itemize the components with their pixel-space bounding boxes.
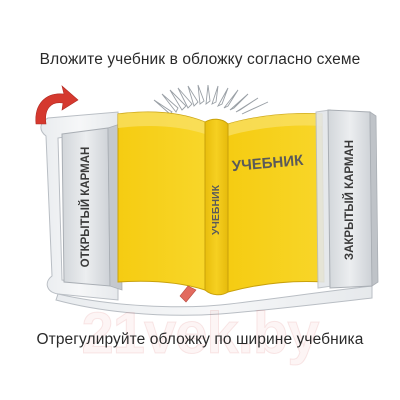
- book-spine: УЧЕБНИК: [204, 118, 229, 296]
- book-back-cover: [117, 111, 206, 291]
- cover-film-bottom: [55, 285, 373, 316]
- bookmark-ribbon: [179, 285, 197, 303]
- book-cover-title: УЧЕБНИК: [231, 152, 304, 175]
- instruction-bottom: Отрегулируйте обложку по ширине учебника: [36, 331, 364, 348]
- fold-arrow-icon: [35, 85, 79, 125]
- closed-pocket: [327, 109, 379, 289]
- book-pages-fan: [153, 84, 269, 115]
- instruction-top: Вложите учебник в обложку согласно схеме: [39, 51, 361, 68]
- closed-pocket-label: ЗАКРЫТЫЙ КАРМАН: [343, 140, 356, 260]
- open-pocket-label: ОТКРЫТЫЙ КАРМАН: [79, 147, 92, 268]
- book-front-cover: УЧЕБНИК: [227, 113, 325, 293]
- book-spine-title: УЧЕБНИК: [210, 184, 222, 235]
